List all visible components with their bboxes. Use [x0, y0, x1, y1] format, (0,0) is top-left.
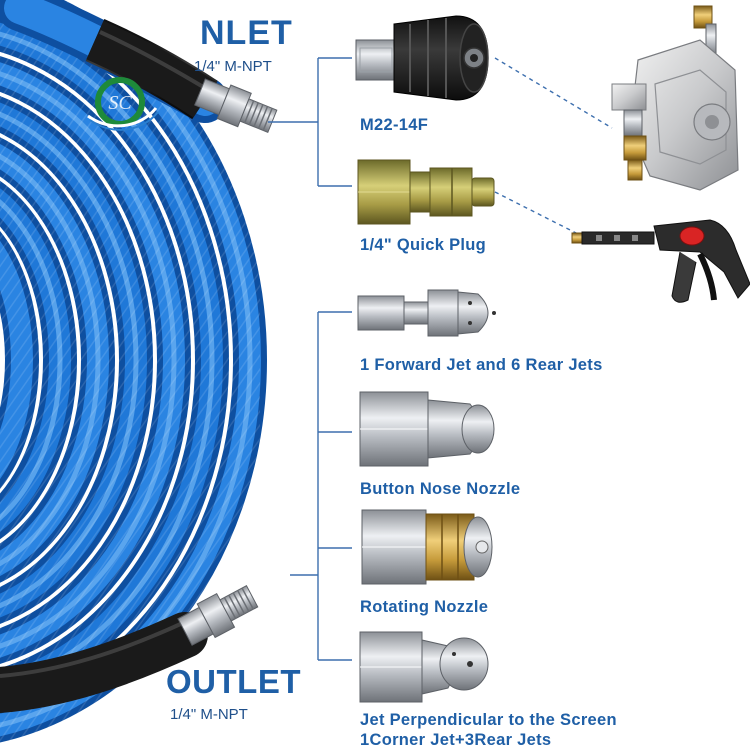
part-label-button-nose: Button Nose Nozzle: [360, 480, 521, 498]
outlet-hose-end: [0, 612, 208, 713]
inlet-title: NLET: [200, 14, 293, 52]
inlet-fitting-icon: [194, 78, 278, 133]
spray-gun-icon: [571, 219, 750, 303]
outlet-bracket: [290, 311, 352, 661]
m22-coupler-icon: [355, 15, 489, 101]
brand-logo-text: SC: [108, 92, 132, 114]
outlet-thread-label: 1/4" M-NPT: [170, 706, 248, 723]
part-label-forward-rear-jets: 1 Forward Jet and 6 Rear Jets: [360, 356, 603, 374]
dashed-leaders: [494, 57, 613, 237]
sewer-jet-nozzle-icon: [357, 289, 496, 337]
part-label-corner-jet: 1Corner Jet+3Rear Jets: [360, 731, 552, 749]
button-nose-nozzle-icon: [359, 391, 495, 467]
outlet-title: OUTLET: [166, 663, 301, 700]
inlet-bracket: [268, 57, 352, 187]
hose-coil: [0, 0, 267, 750]
pump-icon: [611, 5, 739, 191]
corner-jet-nozzle-icon: [359, 631, 489, 703]
outlet-fitting-icon: [177, 585, 259, 646]
part-label-rotating: Rotating Nozzle: [360, 598, 489, 616]
part-label-quick-plug: 1/4" Quick Plug: [360, 236, 487, 254]
brand-logo: SC: [87, 77, 159, 131]
inlet-thread-label: 1/4" M-NPT: [194, 58, 272, 75]
part-label-perpendicular: Jet Perpendicular to the Screen: [360, 711, 617, 729]
quick-plug-icon: [357, 159, 495, 225]
part-label-m22: M22-14F: [360, 116, 429, 134]
rotating-nozzle-icon: [361, 509, 493, 585]
inlet-hose-end: [0, 0, 228, 123]
